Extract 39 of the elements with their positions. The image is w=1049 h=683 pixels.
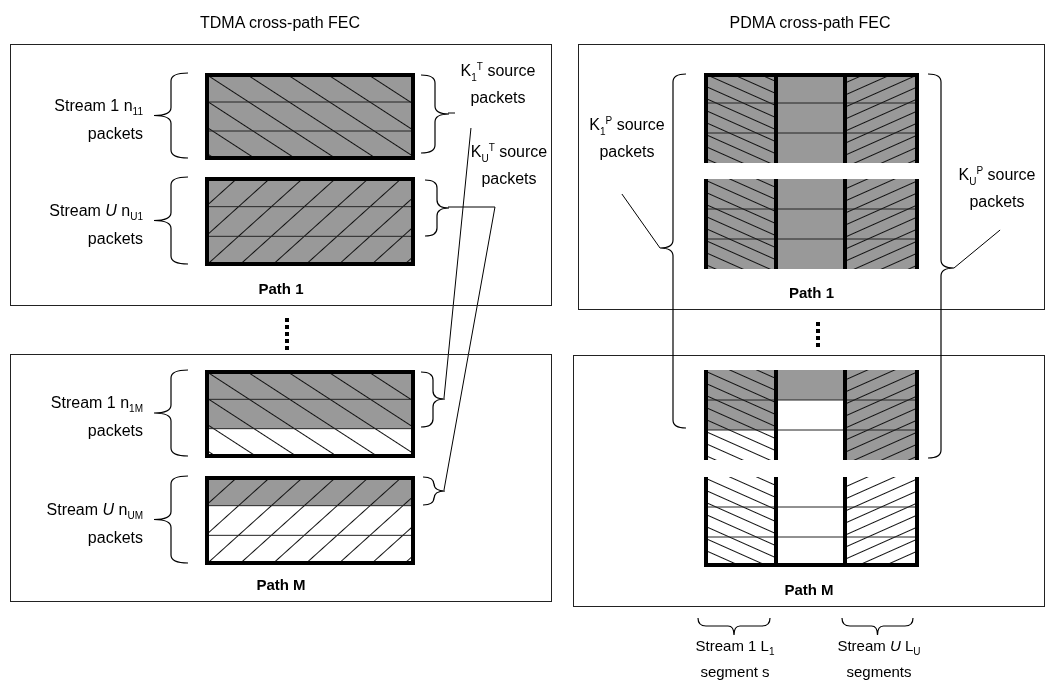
- stream-caption: Stream U n$_{UM}$ packets: [45, 499, 143, 548]
- packet-block: [704, 179, 919, 269]
- panel-title: Path 1: [789, 284, 834, 301]
- leader-line: [953, 229, 1001, 269]
- packet-block: [205, 370, 415, 458]
- annotation-text: K$_{1}$$^{P}$ source packets: [586, 111, 668, 195]
- annotation-text: K$_{U}$$^{P}$ source packets: [956, 161, 1038, 231]
- stream-caption: Stream U L$_{U}$ segments: [836, 636, 922, 682]
- packet-block: [205, 73, 415, 160]
- stream-caption: Stream 1 n$_{1M}$ packets: [49, 393, 143, 442]
- packet-block: [704, 477, 919, 567]
- path-panel: [10, 44, 552, 306]
- panel-title: Path M: [784, 581, 834, 598]
- path-panel: [578, 44, 1045, 310]
- leader-line: [447, 112, 456, 114]
- packet-block: [205, 476, 415, 565]
- packet-block: [704, 370, 919, 460]
- stream-caption: Stream 1 L$_{1}$ segment s: [694, 636, 776, 682]
- diagram-heading: PDMA cross-path FEC: [728, 13, 892, 33]
- leader-line: [443, 206, 496, 491]
- path-panel: [10, 354, 552, 602]
- packet-block: [205, 177, 415, 266]
- annotation-text: K$_{U}$$^{T}$ source packets: [467, 138, 551, 208]
- path-panel: [573, 355, 1045, 607]
- curly-brace: [423, 476, 445, 506]
- curly-brace: [928, 73, 954, 459]
- leader-line: [447, 206, 496, 208]
- annotation-text: K$_{1}$$^{T}$ source packets: [456, 57, 540, 129]
- leader-line: [443, 127, 472, 399]
- stream-caption: Stream 1 n$_{11}$ packets: [53, 95, 143, 144]
- panel-title: Path 1: [258, 280, 304, 297]
- curly-brace: [421, 371, 445, 428]
- diagram-heading: TDMA cross-path FEC: [199, 13, 361, 33]
- packet-block: [704, 73, 919, 163]
- leader-line: [621, 193, 661, 249]
- stream-caption: Stream U n$_{U1}$ packets: [48, 200, 143, 249]
- panel-title: Path M: [256, 576, 306, 593]
- curly-brace: [425, 179, 449, 237]
- curly-brace: [421, 74, 449, 154]
